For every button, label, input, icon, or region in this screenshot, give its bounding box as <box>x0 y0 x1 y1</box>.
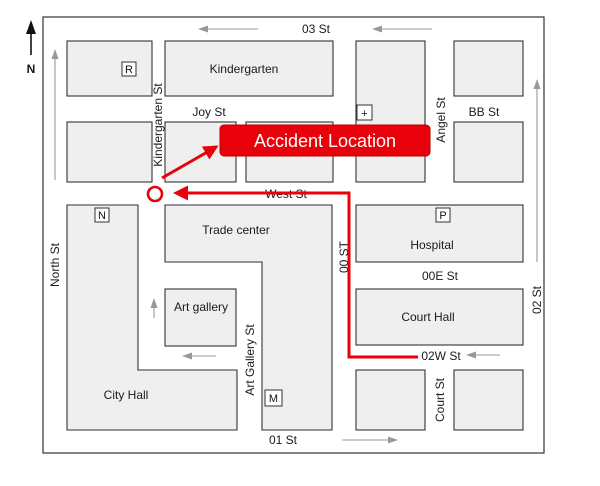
street-label-joy-st: Joy St <box>192 105 226 119</box>
building-label-art-gallery: Art gallery <box>174 300 228 314</box>
building-label-court-hall: Court Hall <box>401 310 454 324</box>
accident-callout-text: Accident Location <box>254 131 396 151</box>
callout-pointer <box>161 145 219 180</box>
flow-arrow-03-st-left <box>198 25 258 33</box>
block-bb-top <box>453 40 524 97</box>
block-kindergarten <box>164 40 334 97</box>
street-label-north-st: North St <box>48 242 62 287</box>
building-label-hospital: Hospital <box>410 238 453 252</box>
marker-r: R <box>121 61 137 77</box>
street-label-bb-st: BB St <box>469 105 500 119</box>
street-label-angel-st: Angel St <box>434 97 448 143</box>
accident-marker <box>146 185 164 203</box>
building-label-city-hall: City Hall <box>104 388 149 402</box>
street-label-00e-st: 00E St <box>422 269 459 283</box>
north-label: N <box>27 62 36 76</box>
flow-arrow-01-st <box>342 436 398 444</box>
building-label-trade-center: Trade center <box>202 223 270 237</box>
svg-text:N: N <box>98 210 106 222</box>
north-arrow <box>26 20 36 55</box>
street-label-court-st: Court St <box>433 377 447 422</box>
svg-text:P: P <box>439 210 446 222</box>
svg-text:+: + <box>361 108 367 120</box>
block-court-right <box>453 369 524 431</box>
block-court-left <box>355 369 426 431</box>
block-trade-center <box>164 204 333 431</box>
building-label-kindergarten: Kindergarten <box>210 62 279 76</box>
block-art-gallery <box>164 288 237 347</box>
marker-p: P <box>435 207 451 223</box>
street-label-03-st: 03 St <box>302 22 331 36</box>
street-label-art-gallery-st: Art Gallery St <box>243 324 257 396</box>
marker-n: N <box>94 207 110 223</box>
route-line <box>173 185 418 359</box>
flow-arrow-art-gallery-up <box>150 298 158 318</box>
block-court-hall <box>355 288 524 346</box>
marker-cross: + <box>356 104 373 121</box>
block-r <box>66 40 153 97</box>
street-label-02w-st: 02W St <box>421 349 461 363</box>
accident-callout: Accident Location <box>219 124 431 157</box>
svg-text:M: M <box>269 393 278 405</box>
block-city-hall <box>66 204 238 431</box>
flow-arrow-03-st-right <box>372 25 432 33</box>
street-label-02-st: 02 St <box>530 285 544 314</box>
flow-arrow-north-st <box>51 49 59 180</box>
marker-m: M <box>264 389 283 407</box>
flow-arrow-02w-st <box>466 351 500 359</box>
flow-arrow-02-st <box>533 79 541 262</box>
block-bb-bottom <box>453 121 524 183</box>
flow-arrow-art-gallery-left <box>182 352 216 360</box>
block-west-1 <box>66 121 153 183</box>
street-label-01-st: 01 St <box>269 433 298 447</box>
street-label-kindergarten-st: Kindergarten St <box>151 83 165 167</box>
svg-text:R: R <box>125 64 133 76</box>
